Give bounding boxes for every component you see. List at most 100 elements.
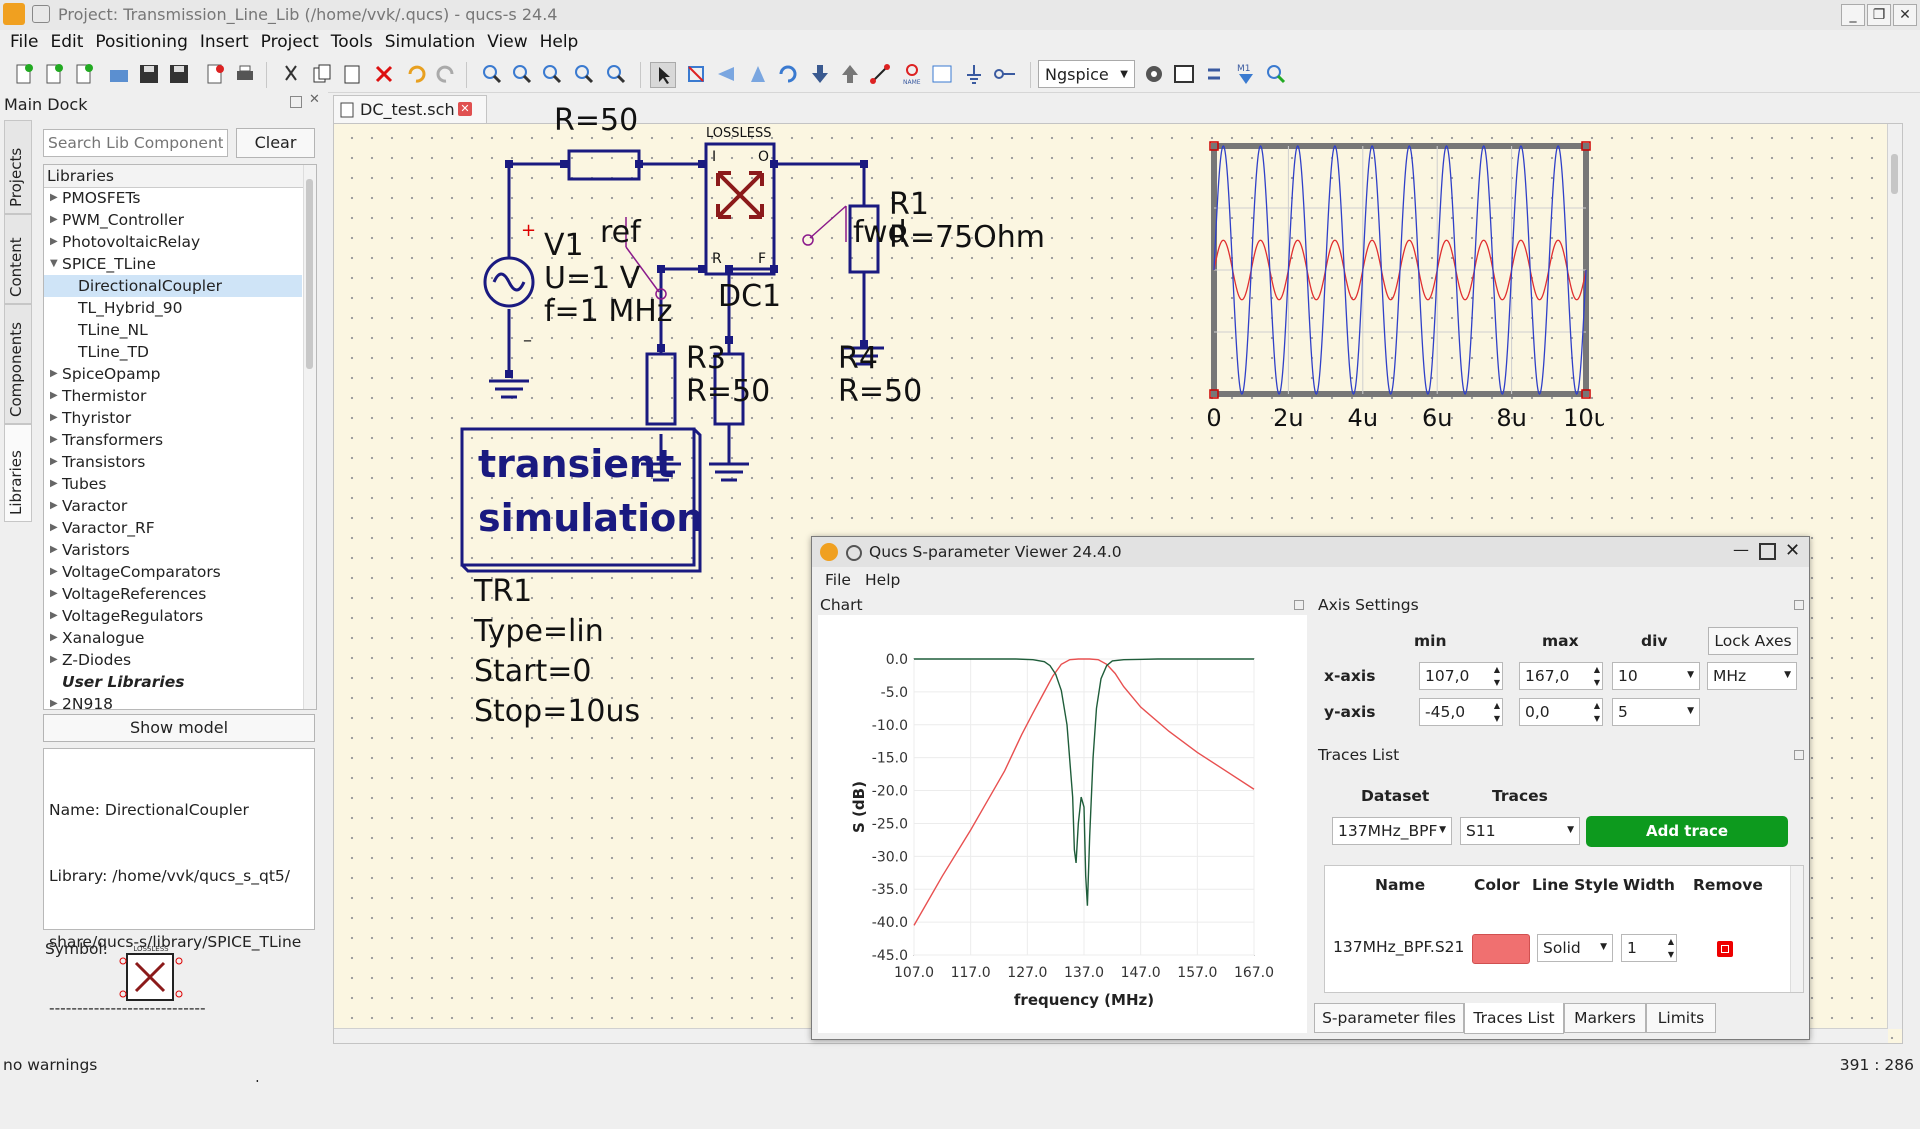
canvas-vscroll[interactable]: [1887, 124, 1902, 1029]
chevron-right-icon[interactable]: ▶: [50, 544, 58, 555]
show-model-button[interactable]: Show model: [43, 714, 315, 742]
show-last-netlist-icon[interactable]: [1264, 62, 1288, 86]
vscroll-thumb[interactable]: [1891, 154, 1898, 194]
tree-item[interactable]: ▶Transistors: [44, 451, 302, 473]
trace-select[interactable]: S11▼: [1460, 817, 1580, 845]
menu-simulation[interactable]: Simulation: [384, 32, 476, 52]
tree-item[interactable]: ▶PMOSFETs: [44, 187, 302, 209]
chevron-right-icon[interactable]: ▶: [50, 500, 58, 511]
chevron-right-icon[interactable]: ▶: [50, 522, 58, 533]
mirror-y-icon[interactable]: [746, 62, 770, 86]
trace-width-spinbox[interactable]: 1▲▼: [1621, 934, 1677, 962]
tree-item[interactable]: TL_Hybrid_90: [44, 297, 302, 319]
resistor-r3[interactable]: [645, 352, 677, 426]
viewer-maximize-button[interactable]: [1759, 543, 1776, 560]
dataset-select[interactable]: 137MHz_BPF▼: [1332, 817, 1452, 845]
y-min-spinbox[interactable]: -45,0▲▼: [1419, 698, 1503, 726]
pin-icon[interactable]: [32, 5, 50, 23]
viewer-menu-help[interactable]: Help: [865, 571, 901, 589]
delete-icon[interactable]: [372, 62, 396, 86]
new-file-icon[interactable]: [12, 62, 36, 86]
viewer-menu-file[interactable]: File: [825, 571, 851, 589]
tree-item[interactable]: ▶VoltageRegulators: [44, 605, 302, 627]
tab-traces-list[interactable]: Traces List: [1464, 1003, 1564, 1034]
add-trace-button[interactable]: Add trace: [1586, 816, 1788, 847]
mirror-x-icon[interactable]: [714, 62, 738, 86]
tab-dc-test[interactable]: DC_test.sch ✕: [333, 95, 487, 124]
redo-icon[interactable]: [434, 62, 458, 86]
tree-item[interactable]: ▶Transformers: [44, 429, 302, 451]
trace-color-swatch[interactable]: [1472, 934, 1530, 964]
tab-libraries[interactable]: Libraries: [4, 424, 32, 522]
tree-item[interactable]: ▶Tubes: [44, 473, 302, 495]
axis-panel-float-icon[interactable]: [1794, 600, 1804, 610]
tab-sparam-files[interactable]: S-parameter files: [1314, 1003, 1464, 1033]
chart-panel-float-icon[interactable]: [1294, 600, 1304, 610]
open-icon[interactable]: [107, 62, 131, 86]
chevron-right-icon[interactable]: ▶: [50, 412, 58, 423]
tree-item[interactable]: ▶2N918: [44, 693, 302, 709]
chevron-right-icon[interactable]: ▶: [50, 192, 58, 203]
dock-float-icon[interactable]: [290, 96, 302, 108]
tree-item[interactable]: TLine_TD: [44, 341, 302, 363]
clear-button[interactable]: Clear: [236, 128, 315, 158]
x-max-spinbox[interactable]: 167,0▲▼: [1519, 662, 1603, 690]
set-marker-icon[interactable]: M1: [1234, 62, 1258, 86]
simulator-select[interactable]: Ngspice▼: [1038, 60, 1135, 88]
tree-item[interactable]: ▶PhotovoltaicRelay: [44, 231, 302, 253]
restore-button[interactable]: ❐: [1867, 4, 1891, 26]
cut-icon[interactable]: [280, 62, 304, 86]
tree-item[interactable]: ▶SpiceOpamp: [44, 363, 302, 385]
viewer-close-button[interactable]: ✕: [1785, 540, 1801, 561]
library-tree[interactable]: Libraries ▶PMOSFETs▶PWM_Controller▶Photo…: [43, 164, 317, 710]
close-doc-icon[interactable]: [203, 62, 227, 86]
trace-style-select[interactable]: Solid▼: [1537, 934, 1613, 962]
tree-item[interactable]: ▶Z-Diodes: [44, 649, 302, 671]
spin-arrows-icon[interactable]: ▲▼: [1593, 665, 1600, 687]
new-text-icon[interactable]: [42, 62, 66, 86]
resistor-r50-top[interactable]: [567, 149, 641, 181]
remove-trace-icon[interactable]: [1717, 941, 1733, 957]
chevron-right-icon[interactable]: ▶: [50, 610, 58, 621]
zoom-1-icon[interactable]: [540, 62, 564, 86]
chevron-right-icon[interactable]: ▶: [50, 434, 58, 445]
x-min-spinbox[interactable]: 107,0▲▼: [1419, 662, 1503, 690]
tree-item[interactable]: ▶VoltageComparators: [44, 561, 302, 583]
tree-item[interactable]: ▶Varactor_RF: [44, 517, 302, 539]
chevron-right-icon[interactable]: ▶: [50, 654, 58, 665]
edit-activate-icon[interactable]: [684, 62, 708, 86]
chevron-right-icon[interactable]: ▶: [50, 390, 58, 401]
viewer-minimize-button[interactable]: —: [1733, 540, 1749, 559]
tab-components[interactable]: Components: [4, 304, 32, 424]
wire-label-icon[interactable]: NAME: [900, 62, 924, 86]
tab-content[interactable]: Content: [4, 214, 32, 304]
chevron-right-icon[interactable]: ▶: [50, 368, 58, 379]
chevron-right-icon[interactable]: ▶: [50, 566, 58, 577]
wire-icon[interactable]: [868, 62, 892, 86]
simulate-icon[interactable]: [1172, 62, 1196, 86]
menu-view[interactable]: View: [487, 32, 528, 52]
tree-item[interactable]: DirectionalCoupler: [44, 275, 302, 297]
undo-icon[interactable]: [404, 62, 428, 86]
menu-edit[interactable]: Edit: [50, 32, 84, 52]
tab-projects[interactable]: Projects: [4, 120, 32, 214]
chevron-right-icon[interactable]: ▶: [50, 478, 58, 489]
y-div-select[interactable]: 5▼: [1612, 698, 1700, 726]
leave-subcircuit-icon[interactable]: [838, 62, 862, 86]
simulate-settings-icon[interactable]: [1142, 62, 1166, 86]
chevron-right-icon[interactable]: ▶: [50, 456, 58, 467]
tab-close-icon[interactable]: ✕: [458, 102, 472, 116]
chevron-right-icon[interactable]: ▶: [50, 632, 58, 643]
x-unit-select[interactable]: MHz▼: [1707, 662, 1797, 690]
lock-axes-button[interactable]: Lock Axes: [1708, 627, 1798, 655]
menu-file[interactable]: File: [10, 32, 39, 52]
chevron-right-icon[interactable]: ▶: [50, 588, 58, 599]
tree-item[interactable]: ▶Thermistor: [44, 385, 302, 407]
copy-icon[interactable]: [310, 62, 334, 86]
tree-item[interactable]: ▶PWM_Controller: [44, 209, 302, 231]
transient-simulation-box[interactable]: [460, 427, 696, 567]
sparam-chart[interactable]: 0.0-5.0-10.0-15.0-20.0-25.0-30.0-35.0-40…: [818, 615, 1307, 1033]
tree-scrollbar[interactable]: [303, 165, 316, 709]
zoom-selection-icon[interactable]: [510, 62, 534, 86]
voltage-source-v1[interactable]: [483, 256, 535, 308]
